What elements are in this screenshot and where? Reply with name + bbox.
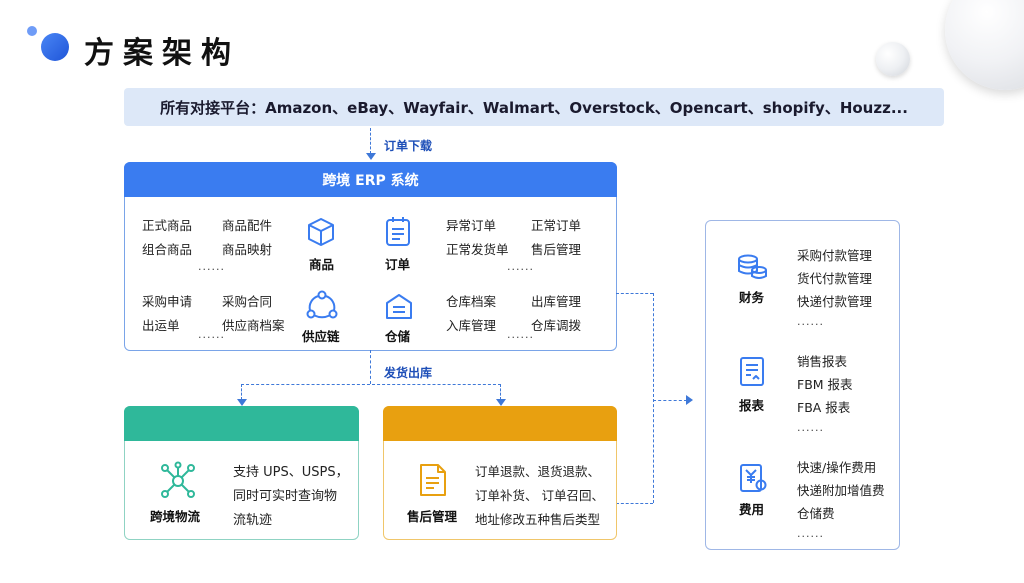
decorative-sphere <box>945 0 1024 90</box>
connector-aftersales <box>616 503 653 504</box>
reports-label: 报表 <box>739 398 765 413</box>
warehouse-item: 出库管理 <box>531 294 582 309</box>
product-item: 商品映射 <box>222 242 273 257</box>
connector-erp <box>616 293 653 294</box>
connector-to-panel <box>653 400 687 401</box>
box-icon <box>305 216 337 248</box>
fee-item: 仓储费 <box>797 506 835 521</box>
warehouse-item: 仓库调拨 <box>531 318 582 333</box>
back-office-panel <box>705 220 900 550</box>
erp-system-header: 跨境 ERP 系统 <box>124 162 617 197</box>
report-item: FBA 报表 <box>797 400 851 415</box>
finance-item: 货代付款管理 <box>797 271 873 286</box>
logistics-line: 支持 UPS、USPS， <box>233 465 349 480</box>
hub-icon <box>158 461 198 501</box>
warehouse-icon <box>384 291 414 321</box>
warehouse-more: ...... <box>507 328 534 341</box>
clipboard-icon <box>384 215 412 247</box>
yen-doc-icon <box>738 462 768 494</box>
aftersales-line: 订单退款、退货退款、 <box>475 464 601 479</box>
ship-flow-left-head <box>237 399 247 406</box>
fee-item: 快递附加增值费 <box>797 483 885 498</box>
flow-arrow-head <box>366 153 376 160</box>
aftersales-line: 订单补货、 订单召回、 <box>475 488 604 503</box>
network-icon <box>306 290 338 320</box>
supply-item: 采购申请 <box>142 294 193 309</box>
connector-vertical <box>653 293 654 503</box>
ship-flow-line <box>370 350 371 384</box>
order-item: 售后管理 <box>531 242 582 257</box>
ship-flow-left <box>241 384 242 400</box>
connector-arrow-head <box>686 395 693 405</box>
order-item: 异常订单 <box>446 218 497 233</box>
warehouse-label: 仓储 <box>385 329 411 344</box>
aftersales-line: 地址修改五种售后类型 <box>475 512 601 527</box>
aftersales-label: 售后管理 <box>407 509 458 524</box>
order-item: 正常发货单 <box>446 242 509 257</box>
platforms-text: 所有对接平台：Amazon、eBay、Wayfair、Walmart、Overs… <box>160 98 908 117</box>
warehouse-item: 入库管理 <box>446 318 497 333</box>
title-dot-small <box>27 26 37 36</box>
ship-out-label: 发货出库 <box>384 366 433 380</box>
logistics-line: 流轨迹 <box>233 513 273 528</box>
page-title: 方案架构 <box>84 36 240 71</box>
supply-item: 采购合同 <box>222 294 273 309</box>
erp-title: 跨境 ERP 系统 <box>322 172 419 189</box>
fees-label: 费用 <box>739 502 765 517</box>
ship-flow-right-head <box>496 399 506 406</box>
title-dot <box>41 33 69 61</box>
finance-item: 采购付款管理 <box>797 248 873 263</box>
product-more: ...... <box>198 260 225 273</box>
finance-item: ...... <box>797 315 824 328</box>
ship-flow-right <box>500 384 501 400</box>
fee-item: 快速/操作费用 <box>797 460 877 475</box>
finance-item: 快递付款管理 <box>797 294 873 309</box>
supply-item: 出运单 <box>142 318 180 333</box>
document-icon <box>418 462 448 498</box>
orders-label: 订单 <box>385 257 411 272</box>
logistics-card-header <box>124 406 359 441</box>
order-more: ...... <box>507 260 534 273</box>
ship-flow-branch <box>241 384 501 385</box>
report-item: ...... <box>797 421 824 434</box>
aftersales-card-header <box>383 406 617 441</box>
fee-item: ...... <box>797 527 824 540</box>
platforms-bar: 所有对接平台：Amazon、eBay、Wayfair、Walmart、Overs… <box>124 88 944 126</box>
order-item: 正常订单 <box>531 218 582 233</box>
logistics-line: 同时可实时查询物 <box>233 489 338 504</box>
decorative-sphere-small <box>876 42 910 76</box>
order-download-label: 订单下载 <box>384 139 433 153</box>
product-item: 组合商品 <box>142 242 193 257</box>
product-item: 正式商品 <box>142 218 193 233</box>
report-item: FBM 报表 <box>797 377 853 392</box>
report-icon <box>738 355 766 387</box>
products-label: 商品 <box>309 257 335 272</box>
flow-arrow-line <box>370 128 371 154</box>
coins-icon <box>736 253 768 281</box>
supply-item: 供应商档案 <box>222 318 285 333</box>
warehouse-item: 仓库档案 <box>446 294 497 309</box>
supply-chain-label: 供应链 <box>302 329 340 344</box>
product-item: 商品配件 <box>222 218 273 233</box>
finance-label: 财务 <box>739 290 765 305</box>
supply-more: ...... <box>198 328 225 341</box>
logistics-label: 跨境物流 <box>150 509 201 524</box>
report-item: 销售报表 <box>797 354 848 369</box>
